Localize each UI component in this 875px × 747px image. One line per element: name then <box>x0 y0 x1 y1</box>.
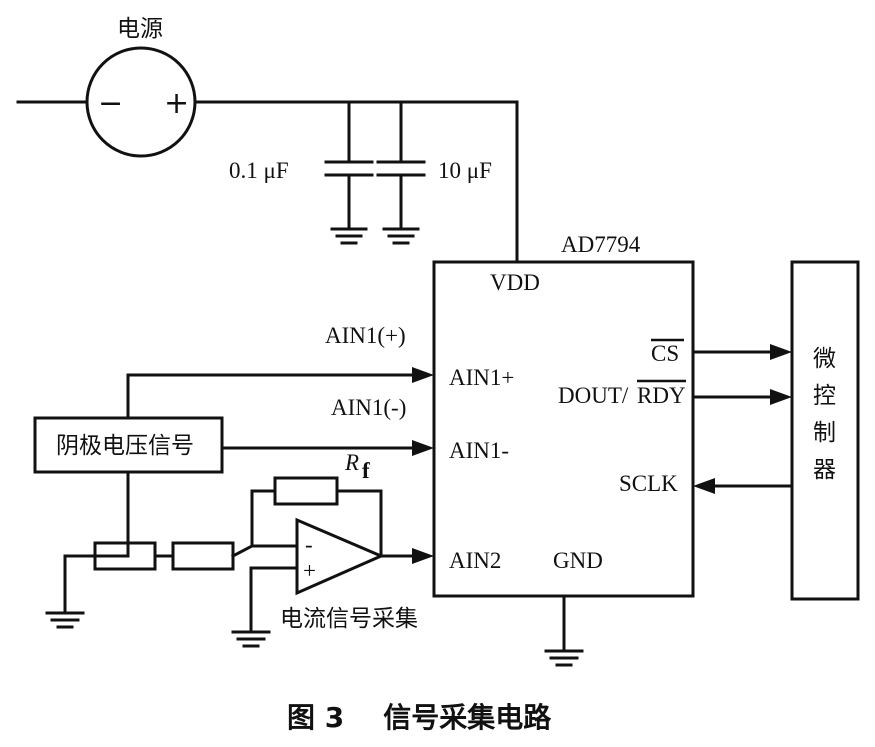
wire-ain1-minus: AIN1(-) <box>220 395 434 456</box>
arrow-ain1-minus <box>412 440 434 456</box>
cathode-voltage-box: 阴极电压信号 <box>33 416 224 474</box>
mcu-char-4: 器 <box>813 457 836 483</box>
mcu-char-1: 微 <box>813 346 836 372</box>
figure-caption: 图 3 信号采集电路 <box>287 701 552 734</box>
op-amp-minus-label: - <box>305 532 313 557</box>
ground-symbol-cap1 <box>330 227 368 245</box>
cathode-voltage-label: 阴极电压信号 <box>56 433 194 459</box>
ground-symbol-chip <box>544 649 584 667</box>
ground-symbol-cap2 <box>382 227 420 245</box>
current-sense-circuit: R f - + 电流信号采集 <box>45 450 434 648</box>
power-plus-sign: + <box>164 86 189 121</box>
power-minus-sign: − <box>98 86 123 121</box>
pin-dout-label: DOUT/ <box>558 383 629 408</box>
ad7794-body <box>432 260 695 598</box>
ain1-minus-signal-label: AIN1(-) <box>331 395 406 420</box>
pin-ain1-plus-label: AIN1+ <box>449 365 514 390</box>
pin-ain2-label: AIN2 <box>449 548 501 573</box>
ain1-plus-signal-label: AIN1(+) <box>325 323 406 348</box>
arrow-sclk <box>693 478 715 494</box>
resistor-input <box>171 541 235 571</box>
capacitor-0-1uf: 0.1 μF <box>229 100 374 245</box>
ground-symbol-left <box>45 611 85 629</box>
mcu-char-3: 制 <box>813 420 836 446</box>
pin-rdy-label: RDY <box>637 383 686 408</box>
capacitor-0-1uf-label: 0.1 μF <box>229 158 289 183</box>
pin-sclk-label: SCLK <box>619 471 678 496</box>
wire-ain1-plus: AIN1(+) <box>126 323 434 420</box>
arrow-ain1-plus <box>412 367 434 383</box>
op-amp-triangle <box>295 517 385 596</box>
pin-cs-label: CS <box>651 341 679 366</box>
pin-ain1-minus-label: AIN1- <box>449 438 509 463</box>
capacitor-10uf-label: 10 μF <box>438 158 492 183</box>
power-source: − + 电源 <box>16 16 197 158</box>
feedback-resistor-label: R <box>344 450 359 475</box>
pin-gnd-label: GND <box>553 548 603 573</box>
ad7794-name: AD7794 <box>561 232 641 257</box>
capacitor-10uf: 10 μF <box>376 100 492 245</box>
microcontroller-body <box>790 260 860 601</box>
ground-symbol-opamp <box>231 630 271 648</box>
power-source-label: 电源 <box>117 16 163 42</box>
resistor-feedback <box>273 476 339 506</box>
current-sense-label: 电流信号采集 <box>280 606 418 632</box>
wire-cs <box>691 344 792 360</box>
arrow-dout <box>770 389 792 405</box>
microcontroller: 微 控 制 器 <box>790 260 860 601</box>
mcu-char-2: 控 <box>813 383 836 409</box>
op-amp-plus-label: + <box>303 558 316 583</box>
ad7794-chip: AD7794 VDD AIN1+ AIN1- AIN2 GND CS DOUT/… <box>432 232 695 667</box>
arrow-cs <box>770 344 792 360</box>
arrow-ain2 <box>412 548 434 564</box>
wire-vdd-rail <box>193 100 519 264</box>
wire-sclk <box>693 478 794 494</box>
pin-vdd-label: VDD <box>490 270 540 295</box>
wire-dout <box>691 389 792 405</box>
feedback-resistor-subscript: f <box>362 458 370 483</box>
